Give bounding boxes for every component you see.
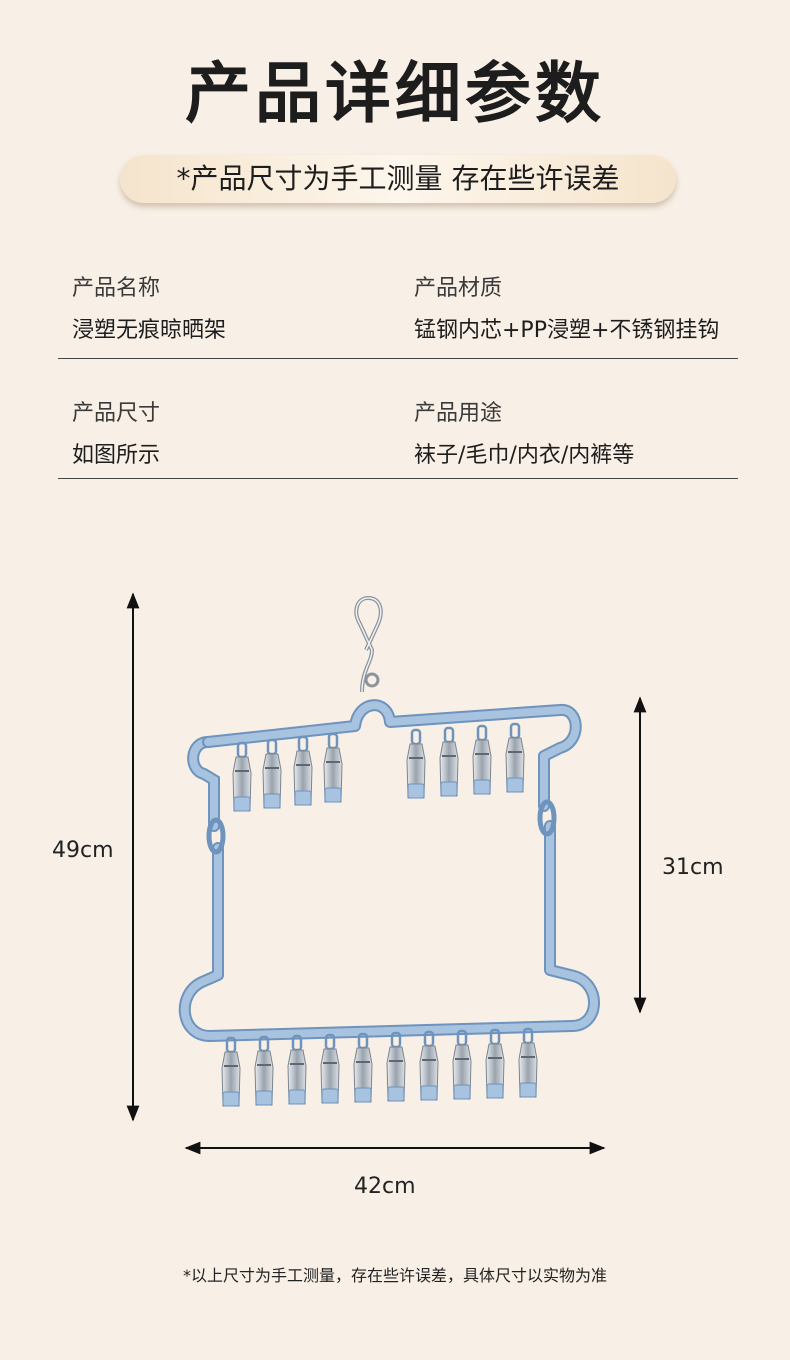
clothespin-clip (485, 1028, 505, 1099)
spec-label: 产品材质 (414, 276, 503, 301)
spec-label: 产品名称 (72, 276, 161, 301)
hanger-hook (354, 595, 383, 693)
spec-material: 产品材质 锰钢内芯+PP浸塑+不锈钢挂钩 (414, 270, 719, 344)
spec-label: 产品尺寸 (72, 401, 161, 426)
divider (58, 358, 738, 359)
spec-value: 浸塑无痕晾晒架 (72, 318, 227, 343)
clothespin-clip (287, 1034, 307, 1105)
clothespin-clip (262, 738, 282, 809)
clothespin-clip (406, 728, 426, 799)
clothespin-clip (232, 741, 252, 812)
clothespin-clip (293, 735, 313, 806)
clothespin-clip (452, 1029, 472, 1100)
clothespin-clip (353, 1032, 373, 1103)
spec-value: 如图所示 (72, 443, 161, 468)
spec-size: 产品尺寸 如图所示 (72, 395, 160, 469)
lower-frame (178, 799, 600, 1042)
footnote: *以上尺寸为手工测量，存在些许误差，具体尺寸以实物为准 (182, 1266, 607, 1285)
height-frame-label: 31cm (662, 855, 724, 880)
upper-frame (187, 699, 582, 832)
hanger-illustration (126, 592, 647, 1155)
spec-usage: 产品用途 袜子/毛巾/内衣/内裤等 (414, 395, 634, 469)
clothespin-clip (386, 1031, 406, 1102)
divider (58, 478, 738, 479)
clothespin-clip (518, 1027, 538, 1098)
clothespin-clip (439, 726, 459, 797)
spec-label: 产品用途 (414, 401, 503, 426)
clothespin-clip (221, 1036, 241, 1107)
clothespin-clip (505, 722, 525, 793)
clothespin-clip (323, 732, 343, 803)
measurement-notice: *产品尺寸为手工测量 存在些许误差 (120, 155, 676, 203)
spec-value: 锰钢内芯+PP浸塑+不锈钢挂钩 (414, 318, 720, 343)
spec-value: 袜子/毛巾/内衣/内裤等 (414, 443, 635, 468)
clothespin-clip (419, 1030, 439, 1101)
spec-product-name: 产品名称 浸塑无痕晾晒架 (72, 270, 226, 344)
clothespin-clip (472, 724, 492, 795)
clothespin-clip (320, 1033, 340, 1104)
clip-group (221, 722, 538, 1107)
clothespin-clip (254, 1035, 274, 1106)
height-total-label: 49cm (52, 838, 114, 863)
width-label: 42cm (354, 1174, 416, 1199)
page-title: 产品详细参数 (185, 55, 605, 132)
